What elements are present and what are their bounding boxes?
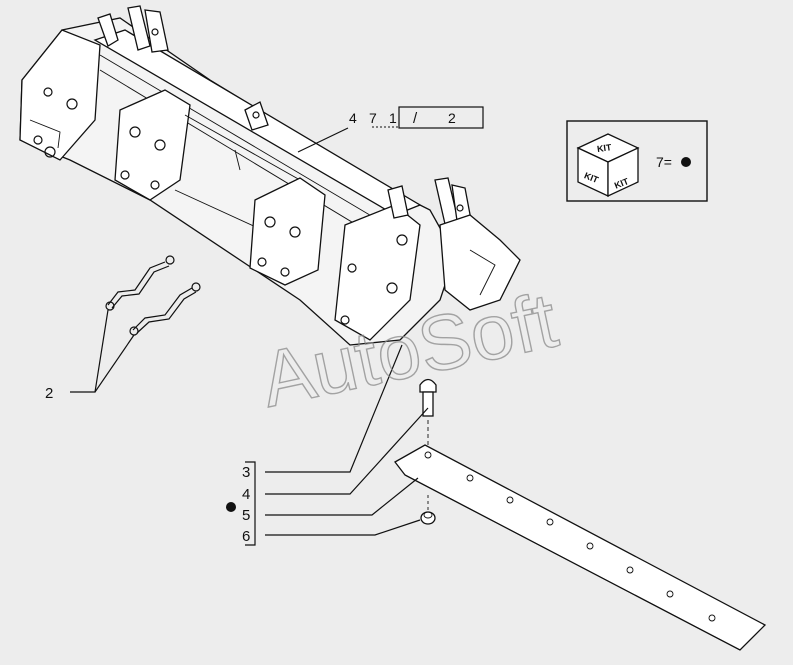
callout-6: 6	[242, 528, 250, 545]
kit-dot-icon	[226, 502, 236, 512]
kit-legend-label: 7=	[656, 154, 672, 170]
ref-item: 4	[349, 110, 357, 126]
callout-5: 5	[242, 507, 250, 524]
callout-3: 3	[242, 464, 250, 481]
bucket-frame	[19, 5, 521, 346]
ref-separator: /	[413, 110, 418, 127]
callout-4: 4	[242, 486, 250, 503]
hydraulic-hoses	[105, 255, 201, 336]
ref-number: 7	[369, 110, 377, 126]
kit-legend: KIT KIT KIT 7=	[566, 120, 708, 202]
ref-sheet: 1	[389, 110, 397, 126]
nut	[420, 495, 436, 525]
ref-page: 2	[448, 110, 456, 126]
kit-top-text: KIT	[596, 142, 612, 154]
callout-2: 2	[45, 385, 53, 402]
kit-cube-icon: KIT KIT KIT	[576, 133, 640, 198]
leader-lines	[70, 127, 429, 546]
cutting-edge-blade	[394, 444, 767, 651]
bolt	[419, 378, 437, 455]
reference-label: 4 7 1 / 2	[349, 106, 484, 129]
kit-legend-dot-icon	[681, 157, 691, 167]
callouts: 2 3 4 5 6	[45, 385, 250, 545]
